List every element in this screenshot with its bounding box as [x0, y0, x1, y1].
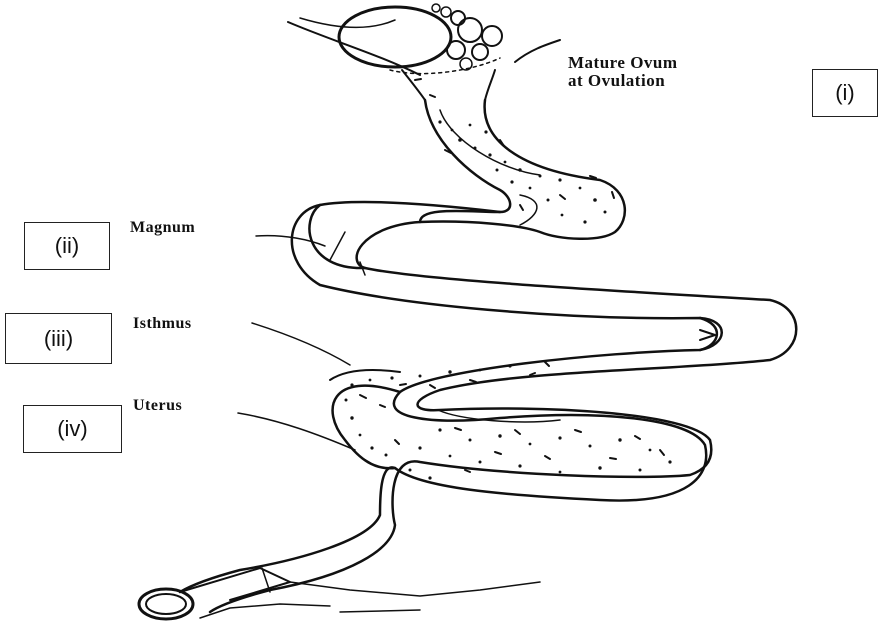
mature-ovum-label: Mature Ovum at Ovulation	[568, 54, 788, 90]
label-box-iii: (iii)	[5, 313, 112, 364]
ovary-cluster	[288, 4, 502, 75]
label-box-iv: (iv)	[23, 405, 122, 453]
uterus-label: Uterus	[133, 397, 182, 415]
magnum-leader	[256, 236, 325, 246]
magnum-label: Magnum	[130, 219, 195, 237]
uterus-leader	[238, 413, 355, 450]
vagina-cloaca	[139, 568, 540, 619]
label-box-ii: (ii)	[24, 222, 110, 270]
oviduct-inner-wall	[210, 100, 796, 612]
mature-ovum-label-line2: at Ovulation	[568, 72, 788, 90]
isthmus-leader	[252, 323, 350, 365]
oviduct-outer-wall	[180, 100, 722, 592]
isthmus-label: Isthmus	[133, 315, 192, 333]
mature-ovum-label-line1: Mature Ovum	[568, 54, 788, 72]
label-box-i: (i)	[812, 69, 878, 117]
infundibulum	[402, 40, 560, 100]
